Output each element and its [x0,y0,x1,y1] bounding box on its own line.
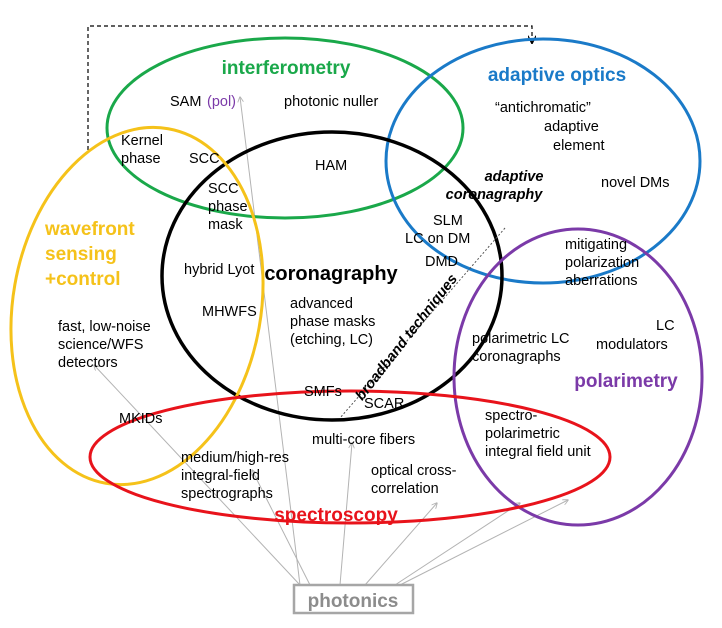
scc-label: SCC [189,151,220,167]
mitigating-label-1: mitigating [565,237,627,253]
fast-detectors-label-2: science/WFS [58,337,143,353]
wavefront-title-3: +control [45,269,120,290]
interferometry-ellipse [105,36,465,220]
coronagraphy-title: coronagraphy [264,263,398,285]
spectro-pol-label-3: integral field unit [485,444,591,460]
spectroscopy-title: spectroscopy [274,505,398,526]
slm-label: SLM [433,213,463,229]
photonics-label: photonics [308,591,399,612]
hybrid-lyot-label: hybrid Lyot [184,262,254,278]
scar-label: SCAR [364,396,404,412]
lc-modulators-label-1: LC [656,318,675,334]
optical-cross-label-1: optical cross- [371,463,457,479]
polarimetry-ellipse [452,227,704,527]
mkids-label: MKIDs [119,411,163,427]
wavefront-title-1: wavefront [44,219,135,240]
antichromatic-label-3: element [553,138,605,154]
fast-detectors-label-1: fast, low-noise [58,319,151,335]
medium-res-label-2: integral-field [181,468,260,484]
adaptive-optics-title: adaptive optics [488,65,626,86]
polarimetric-lc-label-1: polarimetric LC [472,331,570,347]
novel-dms-label: novel DMs [601,175,670,191]
scc-mask-label-3: mask [208,217,243,233]
mitigating-label-2: polarization [565,255,639,271]
mitigating-label-3: aberrations [565,273,638,289]
feedback-dashed-arrow [87,25,532,150]
medium-res-label-3: spectrographs [181,486,273,502]
adaptive-optics-ellipse [384,37,702,285]
medium-res-label-1: medium/high-res [181,450,289,466]
kernel-phase-label-2: phase [121,151,161,167]
adaptive-coronagraphy-label-2: coronagraphy [446,187,544,203]
photonic-nuller-label: photonic nuller [284,94,378,110]
broadband-dotted-line [339,227,506,419]
spectroscopy-ellipse [88,389,612,525]
advanced-label-3: (etching, LC) [290,332,373,348]
polarimetry-title: polarimetry [574,371,678,392]
adaptive-coronagraphy-label-1: adaptive [485,169,544,185]
fast-detectors-label-3: detectors [58,355,118,371]
multi-core-fibers-label: multi-core fibers [312,432,415,448]
photonics-box [292,583,415,615]
sam-pol-label: (pol) [207,94,236,110]
optical-cross-label-2: correlation [371,481,439,497]
advanced-label-2: phase masks [290,314,375,330]
coronagraphy-ellipse [160,130,504,422]
spectro-pol-label-2: polarimetric [485,426,560,442]
polarimetric-lc-label-2: coronagraphs [472,349,561,365]
dmd-label: DMD [425,254,458,270]
sam-label: SAM [170,94,201,110]
lc-on-dm-label: LC on DM [405,231,470,247]
wavefront-title-2: sensing [45,244,117,265]
photonics-arrows [94,97,568,586]
mhwfs-label: MHWFS [202,304,257,320]
antichromatic-label-2: adaptive [544,119,599,135]
antichromatic-label-1: “antichromatic” [495,100,591,116]
spectro-pol-label-1: spectro- [485,408,538,424]
ham-label: HAM [315,158,347,174]
scc-mask-label-1: SCC [208,181,239,197]
interferometry-title: interferometry [222,58,351,79]
wavefront-ellipse [9,125,265,487]
smfs-label: SMFs [304,384,342,400]
scc-mask-label-2: phase [208,199,248,215]
advanced-label-1: advanced [290,296,353,312]
lc-modulators-label-2: modulators [596,337,668,353]
kernel-phase-label-1: Kernel [121,133,163,149]
